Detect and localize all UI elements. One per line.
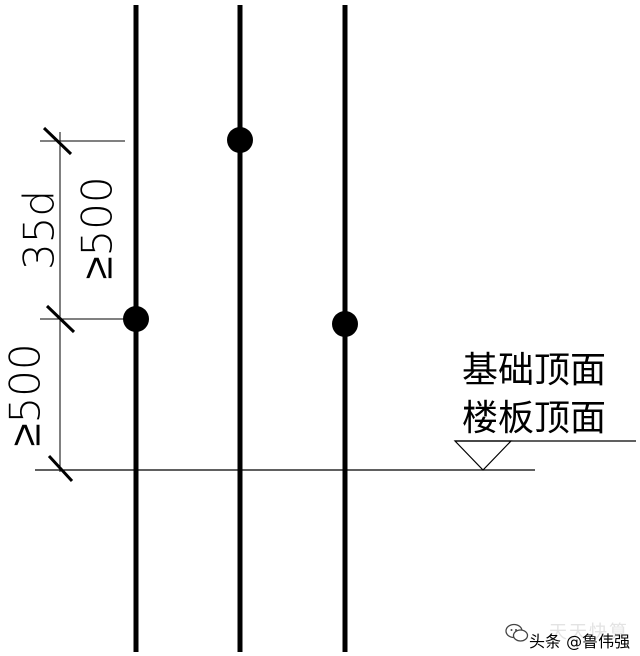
dimension-label-35d: 35d [15,190,64,270]
label-slab-top: 楼板顶面 [462,398,606,439]
dimension-tick-middle [45,304,76,334]
watermark-faint-text: 天天快算 [549,622,629,643]
watermark-text: 头条 @鲁伟强 [529,632,631,651]
label-foundation-top: 基础顶面 [462,350,606,391]
dimension-tick-top [42,126,73,156]
dimension-tick-bottom [47,454,74,483]
dimension-label-upper-500: ≥500 [73,176,122,279]
splice-dot-right [332,311,358,337]
splice-dot-left [123,306,149,332]
dimension-label-lower-500: ≥500 [1,343,50,446]
watermark: 天天快算 头条 @鲁伟强 [505,616,637,652]
elevation-marker-triangle [453,440,513,471]
splice-dot-middle [227,127,253,153]
wechat-icon [505,623,529,642]
